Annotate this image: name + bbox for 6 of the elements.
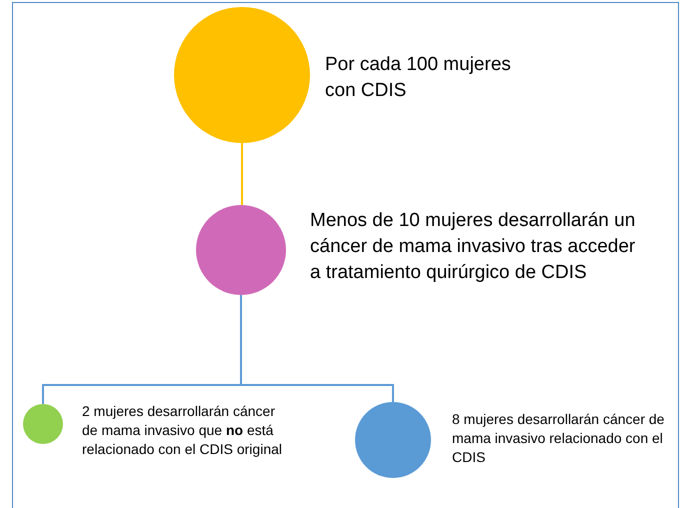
connector-line xyxy=(241,143,243,205)
node-text: Por cada 100 mujeres con CDIS xyxy=(325,53,512,103)
node-text: 2 mujeres desarrollarán cáncer de mama invasivo que no está relacionado con el CDIS original xyxy=(82,402,283,459)
node-text: 8 mujeres desarrollarán cáncer de mama invasivo relacionado con el CDIS xyxy=(452,410,666,467)
node-text: Menos de 10 mujeres desarrollarán un cáncer de mama invasivo tras acceder a tratamiento quirúrgico de CDIS xyxy=(310,209,636,285)
connector-line xyxy=(240,295,394,402)
